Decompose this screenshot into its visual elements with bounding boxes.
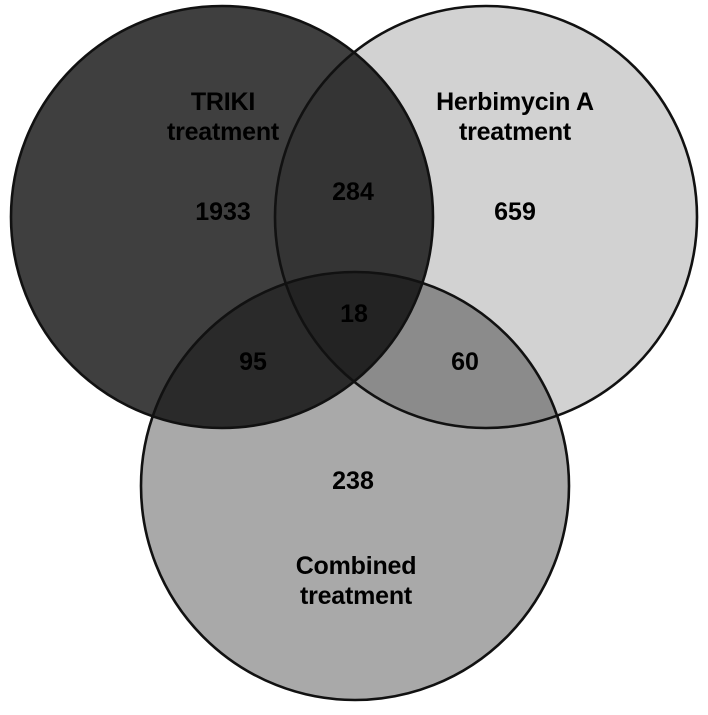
circle-outline-combined <box>139 270 571 702</box>
venn-fill-group <box>11 6 697 700</box>
circle-fill-combined <box>141 272 569 700</box>
circle-outline-triki <box>9 4 435 430</box>
venn-outline-group <box>9 4 699 702</box>
circle-outline-herbimycin <box>273 4 699 430</box>
